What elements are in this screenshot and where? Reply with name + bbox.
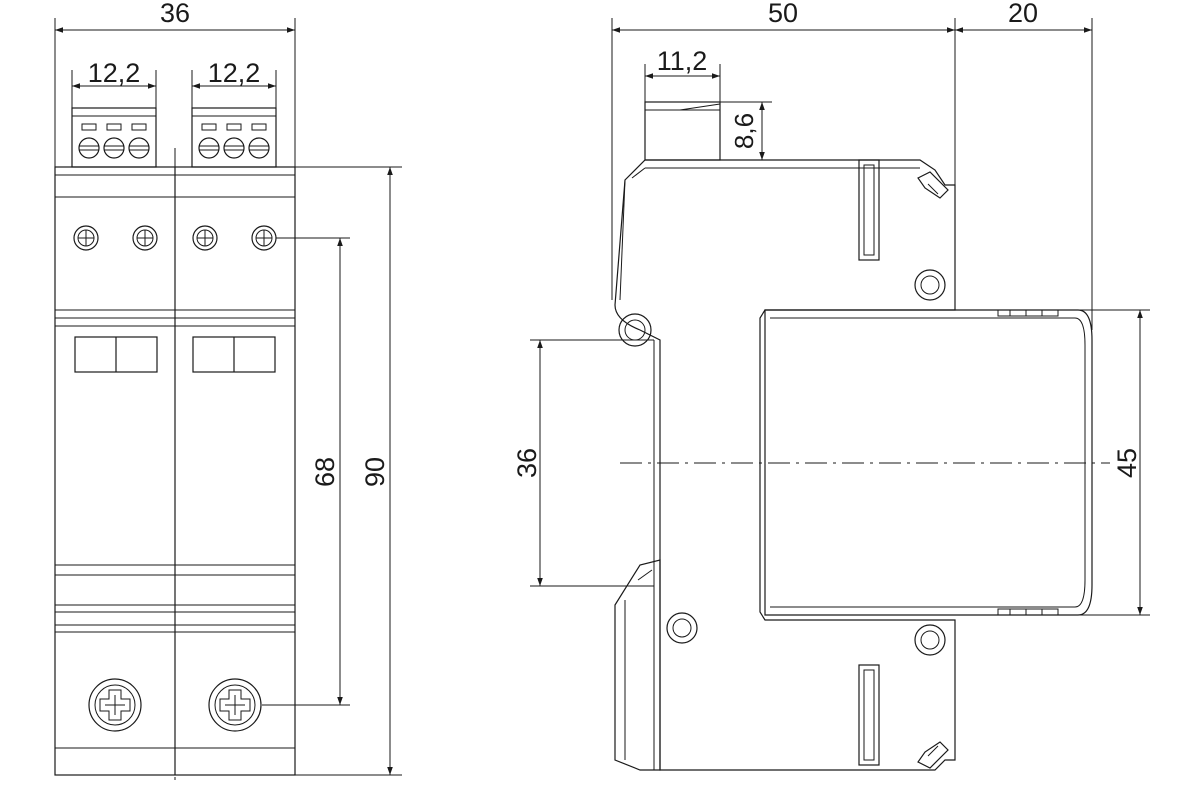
side-lower-circle-right xyxy=(914,624,946,656)
side-lower-clip-line xyxy=(927,745,939,757)
front-lower-screw-right xyxy=(208,678,262,732)
dimension-side-cover-height: 45 xyxy=(1078,309,1150,616)
dimension-label: 36 xyxy=(512,448,542,478)
side-upper-clip-line xyxy=(927,183,939,195)
dimension-label: 50 xyxy=(768,0,798,28)
front-lower-screw-left xyxy=(88,678,142,732)
front-upper-screw xyxy=(132,225,158,251)
front-terminal-block-right xyxy=(191,107,277,168)
side-lower-clip xyxy=(917,741,949,769)
side-upper-slot xyxy=(858,159,880,261)
front-terminal-block-left xyxy=(71,107,157,168)
dimension-front-height: 90 xyxy=(295,166,402,776)
dimension-label: 20 xyxy=(1008,0,1038,28)
dimension-label: 36 xyxy=(160,0,190,28)
front-upper-screw xyxy=(73,225,99,251)
front-view: 36 12,2 12,2 68 90 xyxy=(54,0,402,780)
dimension-label: 12,2 xyxy=(88,58,141,88)
dimension-label: 8,6 xyxy=(729,113,759,149)
side-lower-slot-inner xyxy=(863,669,875,761)
dimension-label: 45 xyxy=(1112,448,1142,478)
dimension-label: 90 xyxy=(360,457,390,487)
side-lower-slot xyxy=(858,664,880,766)
side-din-latch-line xyxy=(637,569,653,581)
side-edge-line xyxy=(631,167,646,179)
front-indicator-window-right xyxy=(192,336,276,373)
dimension-label: 68 xyxy=(310,457,340,487)
side-edge-line xyxy=(619,179,626,301)
dimension-front-terminal-right: 12,2 xyxy=(191,58,277,108)
side-upper-circle xyxy=(914,269,946,301)
side-din-latch xyxy=(614,559,661,771)
dimension-side-depth: 50 xyxy=(611,0,956,300)
front-upper-screw xyxy=(192,225,218,251)
dimension-label: 11,2 xyxy=(657,46,708,76)
front-upper-screw xyxy=(251,225,277,251)
dimension-side-terminal-depth: 11,2 xyxy=(644,46,721,102)
side-terminal-block xyxy=(644,101,721,161)
dimension-side-rail: 36 xyxy=(512,339,654,587)
dimension-label: 12,2 xyxy=(208,58,261,88)
side-upper-slot-inner xyxy=(863,164,875,256)
dimension-side-cover: 20 xyxy=(955,0,1093,330)
dimension-front-width: 36 xyxy=(54,0,296,167)
dimension-front-terminal-left: 12,2 xyxy=(71,58,157,108)
dimension-front-screw-spacing: 68 xyxy=(262,237,350,706)
side-upper-clip xyxy=(917,171,949,199)
side-view: 50 20 11,2 8,6 36 xyxy=(512,0,1150,771)
dimension-side-terminal-height: 8,6 xyxy=(720,101,772,161)
front-indicator-window-left xyxy=(74,336,158,373)
side-body-outline xyxy=(614,159,956,771)
side-lower-circle-left xyxy=(666,612,698,644)
side-din-hook-circle xyxy=(618,313,652,347)
